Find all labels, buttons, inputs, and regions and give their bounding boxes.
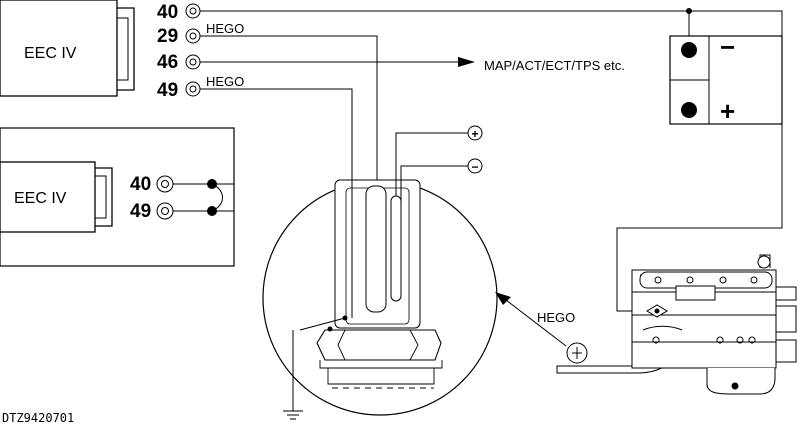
ecu-main-pins: 40 29 HEGO 46 49 HEGO (157, 2, 244, 101)
wire-sensor-negative (400, 165, 468, 205)
wire-battery-to-engine (616, 124, 783, 312)
sensor-detail-view (262, 179, 498, 416)
sensor-pointer-arrow (495, 292, 511, 305)
battery-positive-terminal (681, 102, 697, 118)
sensor-pointer-label: HEGO (537, 310, 575, 325)
sensor-wires (292, 132, 468, 411)
pin-29-wire-label: HEGO (206, 21, 244, 36)
pin-49-wire-label: HEGO (206, 74, 244, 89)
battery-negative-symbol: − (720, 32, 735, 62)
battery-positive-symbol: + (720, 96, 735, 126)
wire-pin-40 (200, 10, 783, 36)
wire-pin-29 (200, 35, 378, 193)
pin-29-number: 29 (157, 26, 178, 47)
battery: − + (669, 32, 783, 126)
wire-sensor-positive (395, 132, 468, 196)
sensor-hex-nut (316, 329, 442, 361)
ecu-inset-label: EEC IV (14, 190, 67, 207)
sensor-bus-arrow (458, 57, 475, 67)
pin-46-number: 46 (157, 52, 178, 73)
pin-49-number: 49 (157, 80, 178, 101)
drawing-id: DTZ9420701 (2, 411, 74, 425)
ecu-main-label: EEC IV (24, 45, 77, 62)
inset-pin-40-number: 40 (130, 174, 151, 195)
sensor-element (365, 185, 387, 313)
sensor-terminals: + − (467, 125, 483, 174)
main-wires (200, 8, 783, 193)
engine-manifold (556, 254, 797, 395)
wire-sensor-ground (292, 180, 353, 411)
wire-pin-49 (200, 88, 353, 180)
pin-40-number: 40 (157, 2, 178, 23)
ecu-inset-module: EEC IV 40 49 (0, 127, 235, 267)
sensor-negative-terminal (467, 158, 483, 174)
battery-negative-terminal (681, 42, 697, 58)
sensor-pointer-line (505, 299, 567, 347)
sensor-positive-terminal (467, 125, 483, 141)
inset-pin-49-number: 49 (130, 201, 151, 222)
ecu-main-module: EEC IV (0, 0, 135, 97)
sensor-positive-symbol: + (471, 127, 478, 141)
sensor-bus-label: MAP/ACT/ECT/TPS etc. (484, 58, 625, 73)
sensor-negative-symbol: − (471, 160, 478, 174)
ground-icon (283, 410, 303, 420)
